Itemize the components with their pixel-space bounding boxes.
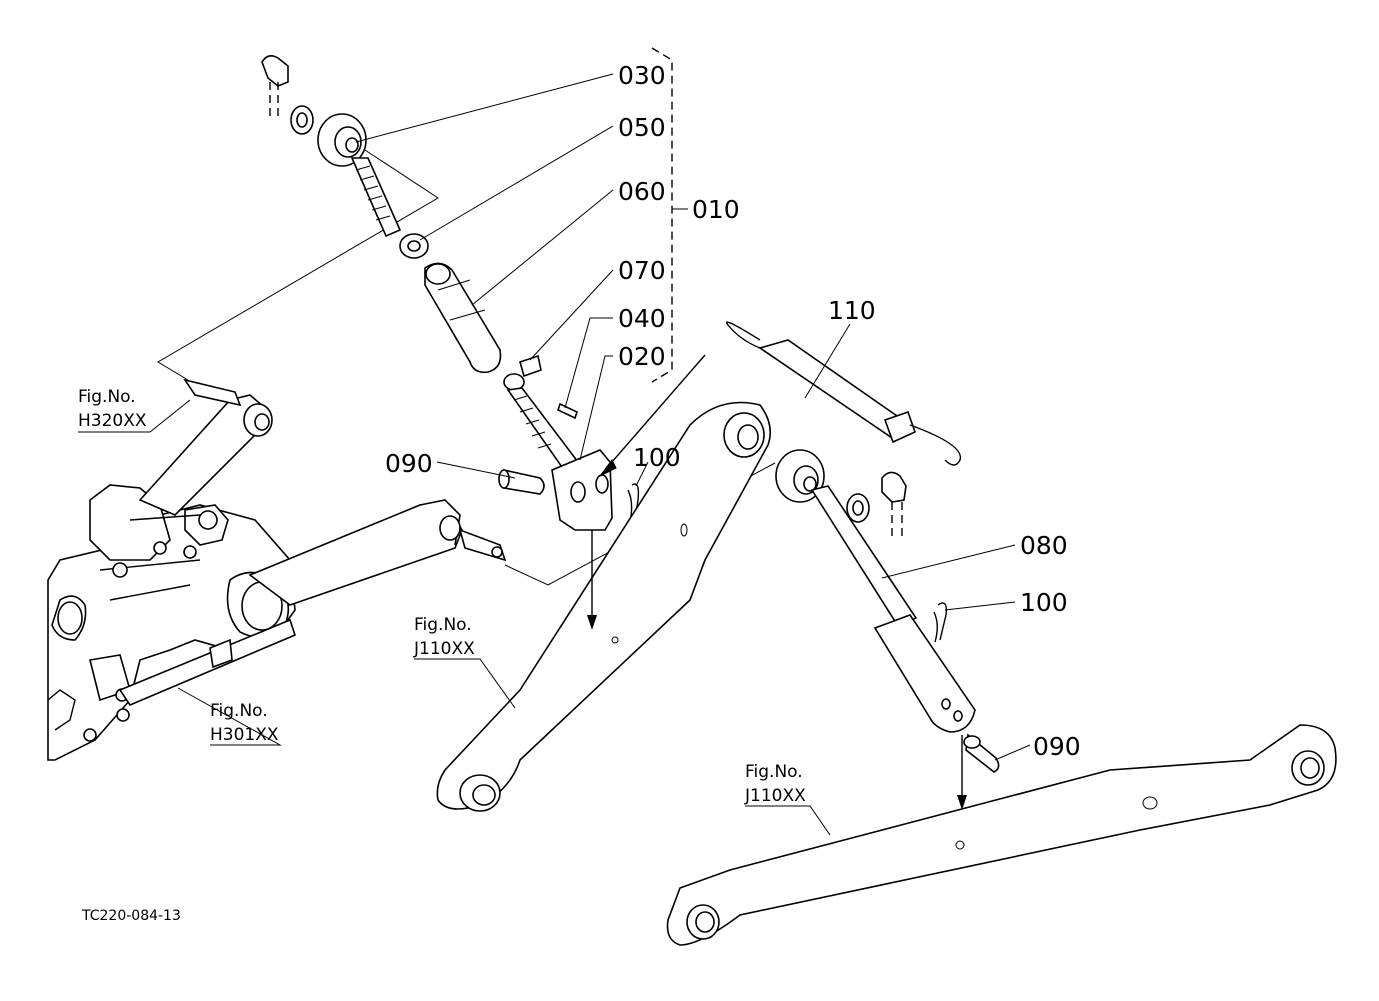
top-link-assembly	[261, 54, 613, 531]
fig-ref-h301-code: H301XX	[210, 725, 279, 745]
fig-ref-j110-left-code: J110XX	[413, 639, 475, 659]
fig-ref-j110-right-code: J110XX	[744, 786, 806, 806]
label-090-right: 090	[1033, 732, 1081, 761]
fig-ref-h320-code: H320XX	[78, 411, 147, 431]
fig-ref-h320-title: Fig.No.	[78, 387, 136, 407]
label-070: 070	[618, 256, 666, 285]
label-110: 110	[828, 296, 876, 325]
tractor-housing	[47, 378, 507, 761]
pins-and-clips	[498, 469, 1000, 773]
lower-link-left	[436, 401, 771, 812]
label-100-right: 100	[1020, 588, 1068, 617]
fig-ref-h301-title: Fig.No.	[210, 701, 268, 721]
lift-rod-080	[775, 449, 976, 733]
label-080: 080	[1020, 531, 1068, 560]
assembly-arrows	[587, 354, 967, 810]
label-060: 060	[618, 177, 666, 206]
lower-link-right	[666, 724, 1337, 946]
stabilizer-110	[726, 321, 962, 466]
fig-ref-j110-right-title: Fig.No.	[745, 762, 803, 782]
label-030: 030	[618, 61, 666, 90]
fig-ref-j110-left-title: Fig.No.	[414, 615, 472, 635]
label-050: 050	[618, 113, 666, 142]
label-100-left: 100	[633, 443, 681, 472]
label-010: 010	[692, 195, 740, 224]
label-020: 020	[618, 342, 666, 371]
leader-lines	[78, 73, 1031, 836]
drawing-id: TC220-084-13	[81, 908, 181, 924]
label-090-left: 090	[385, 449, 433, 478]
label-040: 040	[618, 304, 666, 333]
